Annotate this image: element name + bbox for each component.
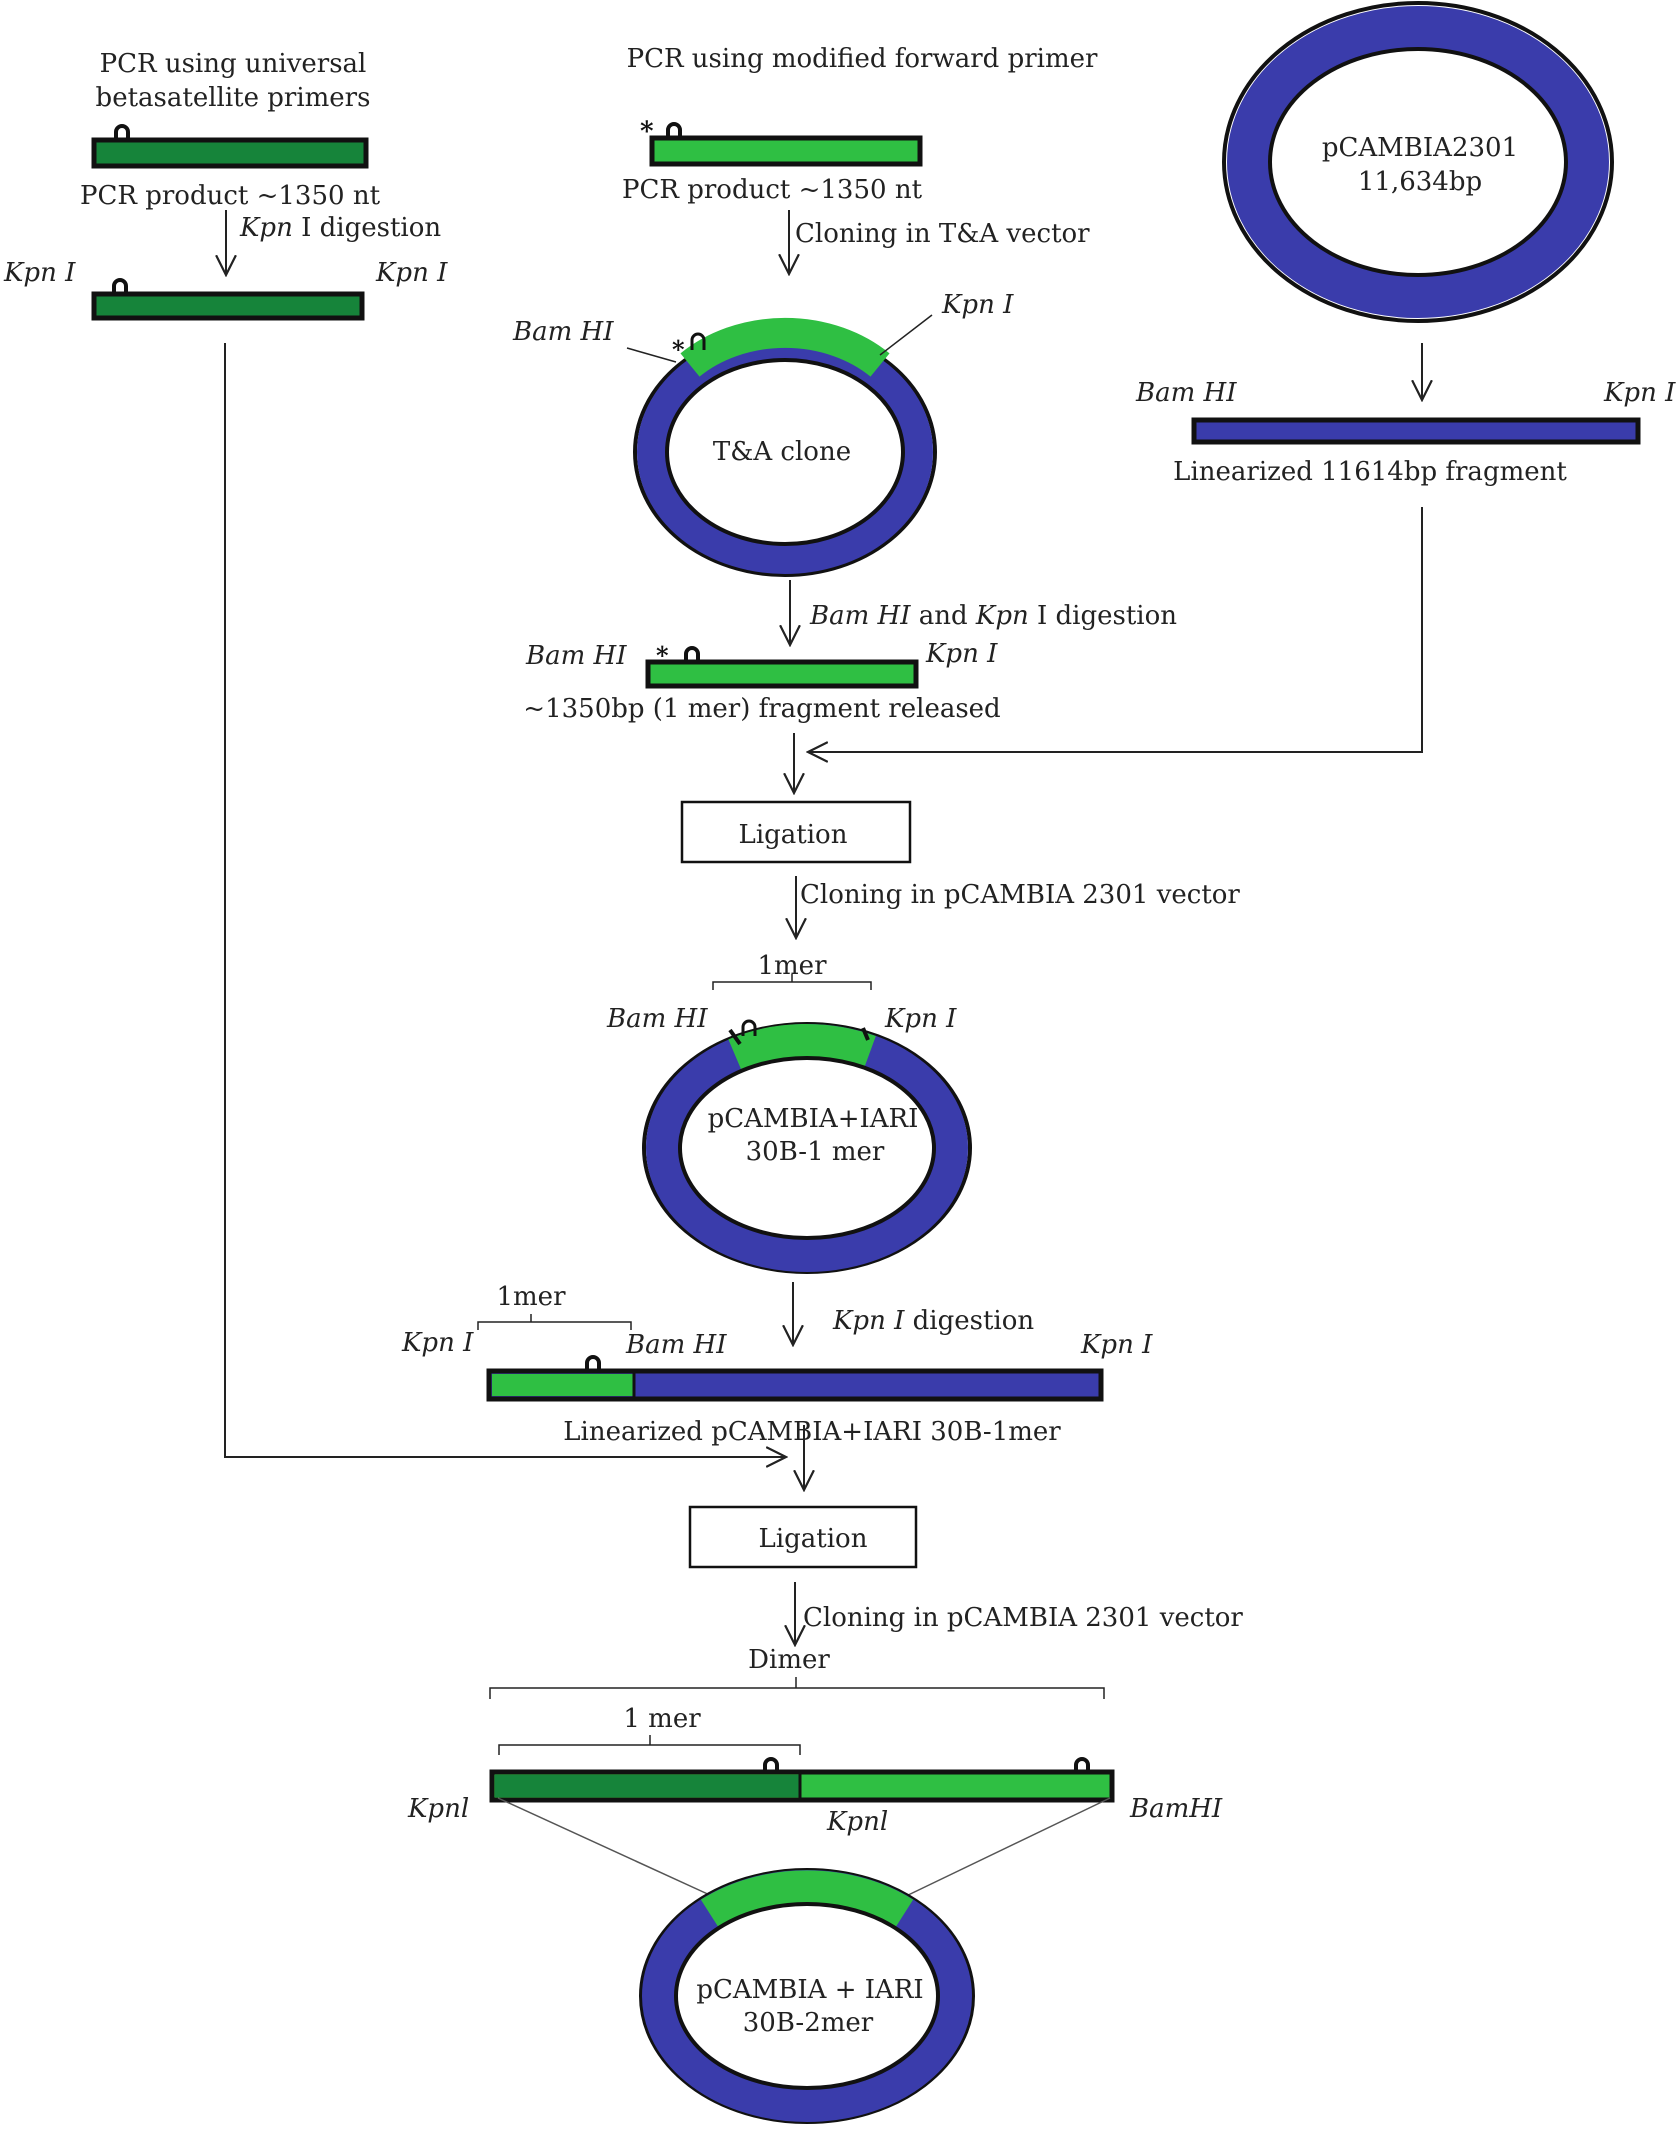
ta-site-bam: Bam HI: [512, 317, 614, 347]
col2-digest-label: Bam HI and Kpn I digestion: [809, 601, 1177, 631]
stage3-dimer-label: Dimer: [748, 1645, 830, 1675]
stage2-lin-mer-bracket: [477, 1314, 632, 1330]
stage2-lin-site-kpn-right: Kpn I: [1080, 1330, 1153, 1360]
col3-to-ligation1-arrow: [808, 507, 1423, 752]
ligation-1-label: Ligation: [739, 820, 848, 850]
pcambia2301-name: pCAMBIA2301: [1322, 133, 1518, 163]
stage2-lin-mer-label: 1mer: [496, 1282, 566, 1312]
col2-pcr-product-bar: *: [640, 117, 923, 167]
dimer-first-mer: [495, 1775, 800, 1797]
col1-site-right: Kpn I: [375, 258, 448, 288]
primer-loop-icon: [585, 1355, 601, 1372]
col1-title-line2: betasatellite primers: [96, 83, 371, 113]
ligation-2-label: Ligation: [759, 1524, 868, 1554]
stage2-lin-site-bam: Bam HI: [625, 1330, 727, 1360]
stage3-mer-label: 1 mer: [623, 1704, 701, 1734]
bam-site-tick: [728, 1028, 742, 1046]
col3-site-kpn: Kpn I: [1603, 378, 1676, 408]
ligation-box-2: Ligation: [688, 1505, 918, 1569]
col3-linearized-label: Linearized 11614bp fragment: [1173, 457, 1567, 487]
frag-site-kpn: Kpn I: [925, 639, 998, 669]
col1-digestion-label: Kpn I digestion: [239, 213, 441, 243]
col1-title-line1: PCR using universal: [100, 49, 367, 79]
pcambia-2mer-line1: pCAMBIA + IARI: [696, 1975, 923, 2005]
stage3-mer-bracket: [498, 1735, 801, 1755]
pcambia-1mer-line2: 30B-1 mer: [746, 1137, 885, 1167]
pcambia-2mer-plasmid: [639, 1868, 975, 2124]
dimer-bar: [489, 1757, 1115, 1803]
stage3-site-right: BamHI: [1129, 1794, 1223, 1824]
bamhi-pointer-line: [626, 347, 677, 363]
stage2-linearized-label: Linearized pCAMBIA+IARI 30B-1mer: [563, 1417, 1061, 1447]
ta-clone-insert: [680, 317, 890, 377]
pcambia-1mer-line1: pCAMBIA+IARI: [708, 1104, 919, 1134]
1mer-segment: [492, 1374, 634, 1396]
modified-primer-asterisk-icon: *: [656, 641, 669, 670]
col1-product-label: PCR product ~1350 nt: [80, 181, 381, 211]
primer-loop-icon: [690, 332, 706, 350]
col1-to-ligation2-arrow: [224, 343, 786, 1457]
col2-title: PCR using modified forward primer: [627, 44, 1098, 74]
stage2-site-kpn: Kpn I: [884, 1004, 957, 1034]
col3-linearized-bar: [1191, 417, 1641, 445]
col1-digested-bar: [91, 278, 365, 321]
pcambia-1mer-plasmid: [642, 1019, 972, 1274]
stage3-site-mid: Kpnl: [826, 1807, 888, 1837]
primer-loop-icon: [684, 646, 700, 664]
stage3-site-left: Kpnl: [407, 1794, 469, 1824]
modified-primer-asterisk-icon: *: [672, 335, 685, 364]
released-fragment-bar: *: [645, 641, 919, 689]
stage2-mer-bracket: [712, 974, 872, 990]
dimer-insert-guide-right: [901, 1797, 1111, 1899]
stage3-dimer-bracket: [489, 1677, 1105, 1699]
released-fragment-label: ~1350bp (1 mer) fragment released: [523, 694, 1000, 724]
pcambia-2mer-line2: 30B-2mer: [743, 2008, 874, 2038]
1mer-insert: [728, 1023, 876, 1071]
linearized-1mer-bar: [486, 1355, 1104, 1402]
col1-site-left: Kpn I: [3, 258, 76, 288]
primer-loop-icon: [1074, 1757, 1090, 1774]
stage2-lin-site-kpn-left: Kpn I: [401, 1328, 474, 1358]
pcambia2301-plasmid: [1222, 1, 1614, 323]
2mer-insert: [700, 1870, 914, 1929]
pcambia2301-size: 11,634bp: [1358, 167, 1482, 197]
stage2-digest-label: Kpn I digestion: [832, 1306, 1034, 1336]
primer-loop-icon: [763, 1757, 779, 1774]
primer-loop-icon: [741, 1019, 757, 1036]
stage2-site-bam: Bam HI: [606, 1004, 708, 1034]
primer-loop-icon: [666, 122, 682, 140]
frag-site-bam: Bam HI: [525, 641, 627, 671]
ta-site-kpn: Kpn I: [941, 290, 1014, 320]
kpni-pointer-line: [879, 314, 933, 356]
stage3-cloning-label: Cloning in pCAMBIA 2301 vector: [803, 1603, 1243, 1633]
primer-loop-icon: [112, 278, 128, 296]
kpn-site-tick: [861, 1027, 870, 1041]
dimer-insert-guide-left: [497, 1797, 713, 1897]
col2-product-label: PCR product ~1350 nt: [622, 175, 923, 205]
ta-clone-plasmid: *: [626, 314, 937, 577]
stage2-mer-label: 1mer: [757, 951, 827, 981]
ta-clone-label: T&A clone: [713, 437, 851, 467]
ligation-box-1: Ligation: [680, 800, 912, 864]
modified-primer-asterisk-icon: *: [640, 117, 654, 147]
col3-site-bam: Bam HI: [1135, 378, 1237, 408]
stage2-cloning-label: Cloning in pCAMBIA 2301 vector: [800, 880, 1240, 910]
col2-cloning-label: Cloning in T&A vector: [795, 219, 1090, 249]
primer-loop-icon: [114, 124, 130, 142]
col1-pcr-product-bar: [91, 124, 369, 169]
